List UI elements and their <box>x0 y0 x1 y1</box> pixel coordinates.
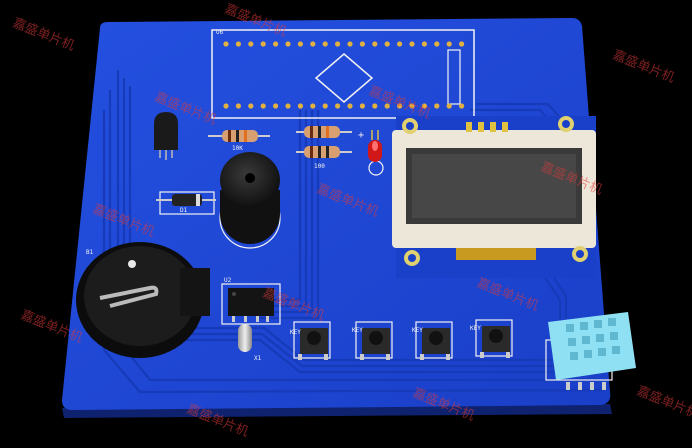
header-pin <box>310 103 316 109</box>
header-pin <box>260 41 266 47</box>
header-pin <box>310 41 316 47</box>
header-pin <box>322 41 328 47</box>
header-pin <box>223 103 229 109</box>
header-pin <box>446 103 452 109</box>
watermark-14: 嘉盛单片机 <box>635 384 692 422</box>
header-pin <box>446 41 452 47</box>
header-pin <box>459 41 465 47</box>
key-button-1 <box>293 321 331 360</box>
label-d1: D1 <box>180 207 188 214</box>
label-u6: U6 <box>216 29 224 36</box>
header-pin <box>248 103 254 109</box>
header-pin <box>235 103 241 109</box>
header-pin <box>223 41 229 47</box>
header-pin <box>397 103 403 109</box>
label-resistor-a: 10K <box>232 145 243 152</box>
header-pin <box>322 103 328 109</box>
label-x1: X1 <box>254 355 262 362</box>
diode <box>156 191 216 215</box>
crystal <box>238 324 252 352</box>
header-pin <box>409 103 415 109</box>
label-key3: KEY <box>412 327 423 334</box>
header-pin <box>409 41 415 47</box>
header-pin <box>384 41 390 47</box>
header-pin <box>260 103 266 109</box>
header-pin <box>335 103 341 109</box>
header-pin <box>248 41 254 47</box>
label-plus: + <box>358 130 364 141</box>
key-button-2 <box>355 321 393 360</box>
label-b1: B1 <box>86 249 94 256</box>
header-pin <box>297 41 303 47</box>
header-pin <box>434 41 440 47</box>
transistor <box>154 112 178 160</box>
buzzer <box>219 152 281 249</box>
header-pin <box>397 41 403 47</box>
header-pin <box>372 103 378 109</box>
resistor-1 <box>208 130 270 142</box>
header-pin <box>359 103 365 109</box>
watermark-3: 嘉盛单片机 <box>611 48 677 86</box>
header-pin <box>273 103 279 109</box>
led <box>368 130 384 176</box>
oled-display <box>392 116 596 278</box>
header-pin <box>297 103 303 109</box>
label-key1: KEY <box>290 329 301 336</box>
header-pin <box>285 103 291 109</box>
header-pin <box>347 103 353 109</box>
watermark-1: 嘉盛单片机 <box>11 16 77 54</box>
header-pin <box>359 41 365 47</box>
label-u2: U2 <box>224 277 232 284</box>
header-pin <box>421 103 427 109</box>
resistor-3 <box>296 146 352 158</box>
header-pin <box>434 103 440 109</box>
header-pin <box>235 41 241 47</box>
label-resistor: 100 <box>314 163 325 170</box>
label-key4: KEY <box>470 325 481 332</box>
header-pin <box>347 41 353 47</box>
label-key2: KEY <box>352 327 363 334</box>
header-pin <box>372 41 378 47</box>
key-button-3 <box>415 321 453 360</box>
header-pin <box>285 41 291 47</box>
mcu-module <box>211 29 475 119</box>
header-pin <box>421 41 427 47</box>
key-button-4 <box>475 319 513 358</box>
battery-holder <box>76 242 210 358</box>
chip-u2 <box>221 283 281 325</box>
header-pin <box>273 41 279 47</box>
header-pin <box>459 103 465 109</box>
resistor-2 <box>296 126 352 138</box>
humidity-sensor <box>545 312 636 390</box>
header-pin <box>384 103 390 109</box>
header-pin <box>335 41 341 47</box>
